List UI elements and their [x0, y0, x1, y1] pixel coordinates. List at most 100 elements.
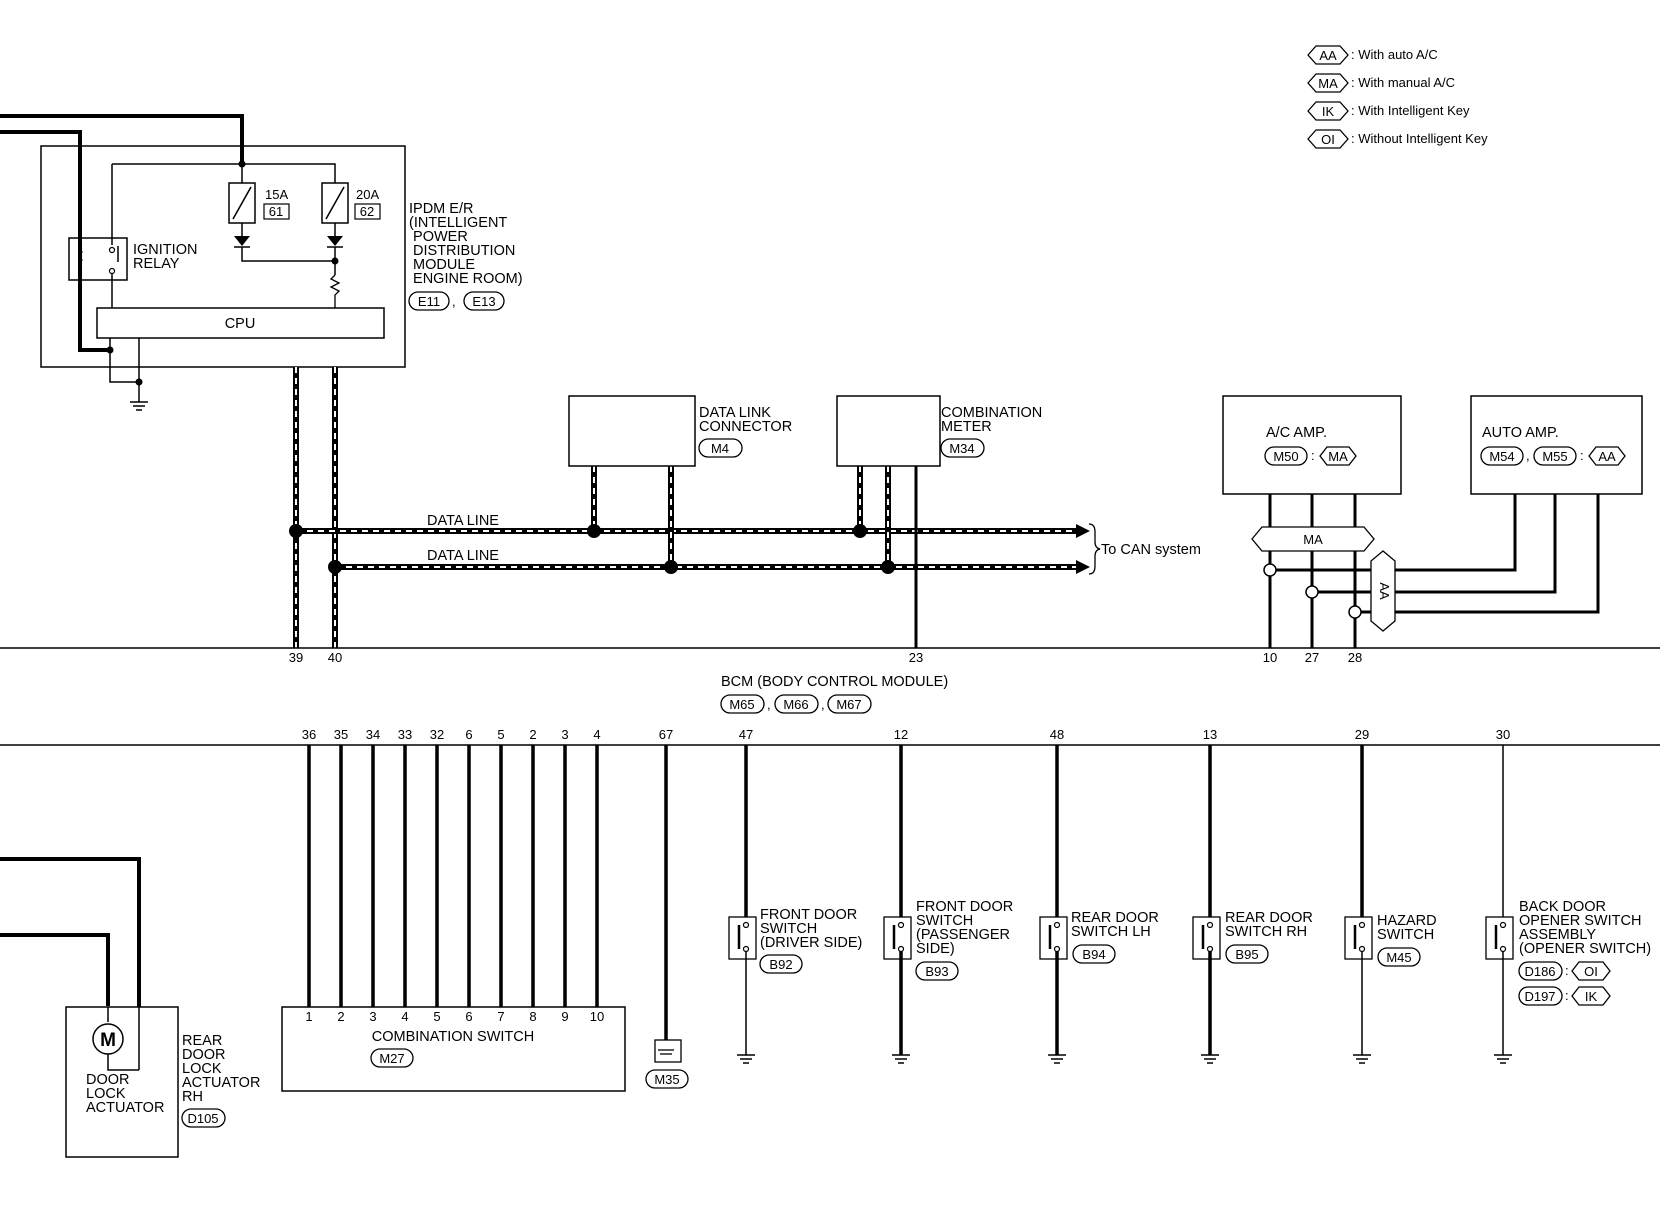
- bcm-pin: 40: [328, 650, 342, 665]
- rear-door-switch-lh: REAR DOOR SWITCH LH B94: [1039, 745, 1159, 1064]
- separator: ,: [821, 697, 825, 712]
- legend-item-ma: MA : With manual A/C: [1307, 73, 1455, 93]
- ipdm-label: (INTELLIGENT: [409, 215, 507, 231]
- bcm-module: 39 40 23 10 27 28 BCM (BODY CONTROL MODU…: [0, 647, 1660, 746]
- ma-tag: MA: [1303, 532, 1323, 547]
- legend: AA : With auto A/C MA : With manual A/C …: [1307, 45, 1488, 149]
- legend-text: : With Intelligent Key: [1351, 103, 1470, 118]
- bcm-pin: 12: [894, 727, 908, 742]
- legend-text: : Without Intelligent Key: [1351, 131, 1488, 146]
- switch-pin: 2: [337, 1009, 344, 1024]
- data-line-label: DATA LINE: [427, 548, 499, 564]
- bcm-pin: 5: [497, 727, 504, 742]
- bcm-pin: 35: [334, 727, 348, 742]
- fuse-number: 62: [360, 204, 374, 219]
- legend-code: MA: [1318, 76, 1338, 91]
- variant-code: OI: [1584, 964, 1598, 979]
- dlc-label: CONNECTOR: [699, 419, 792, 435]
- aa-tag: AA: [1377, 582, 1392, 600]
- switch-label: REAR DOOR: [1071, 910, 1159, 926]
- variant-code: AA: [1598, 449, 1616, 464]
- connector-code: B95: [1235, 947, 1258, 962]
- front-door-switch-driver: FRONT DOOR SWITCH (DRIVER SIDE) B92: [728, 745, 862, 1064]
- fuse-number: 61: [269, 204, 283, 219]
- bcm-pin: 4: [593, 727, 600, 742]
- actuator-label: DOOR: [182, 1047, 226, 1063]
- connector-code: M55: [1542, 449, 1567, 464]
- front-door-switch-passenger: FRONT DOOR SWITCH (PASSENGER SIDE) B93: [883, 745, 1013, 1064]
- separator: :: [1565, 988, 1569, 1003]
- switch-label: (PASSENGER: [916, 927, 1010, 943]
- connector-code: M34: [949, 441, 974, 456]
- comb-switch-label: COMBINATION SWITCH: [372, 1029, 534, 1045]
- connector-code: M4: [711, 441, 729, 456]
- connector-code: E11: [418, 294, 440, 309]
- fuse-15a: 15A 61: [228, 182, 290, 248]
- connector-code: M35: [654, 1072, 679, 1087]
- connector-code: M54: [1489, 449, 1514, 464]
- ac-amp: A/C AMP. M50 : MA: [1222, 395, 1402, 495]
- switch-label: OPENER SWITCH: [1519, 913, 1641, 929]
- bcm-pin: 10: [1263, 650, 1277, 665]
- separator: :: [1580, 448, 1584, 463]
- rear-door-switch-rh: REAR DOOR SWITCH RH B95: [1192, 745, 1313, 1064]
- legend-item-ik: IK : With Intelligent Key: [1307, 101, 1470, 121]
- switch-label: SWITCH: [916, 913, 973, 929]
- variant-code: IK: [1585, 989, 1598, 1004]
- separator: ,: [452, 294, 456, 309]
- connector-code: M65: [729, 697, 754, 712]
- bcm-pin: 36: [302, 727, 316, 742]
- bcm-pin: 29: [1355, 727, 1369, 742]
- switch-label: SWITCH LH: [1071, 924, 1151, 940]
- fuse-20a: 20A 62: [321, 182, 381, 248]
- can-data-lines: DATA LINE DATA LINE To CAN system: [289, 367, 1201, 648]
- bcm-label: BCM (BODY CONTROL MODULE): [721, 674, 948, 690]
- switch-pin: 1: [305, 1009, 312, 1024]
- bcm-pin: 28: [1348, 650, 1362, 665]
- switch-label: SWITCH: [1377, 927, 1434, 943]
- meter-label: COMBINATION: [941, 405, 1042, 421]
- data-line-label: DATA LINE: [427, 513, 499, 529]
- connector-code: M67: [836, 697, 861, 712]
- ac-amp-wiring: MA AA: [1251, 494, 1600, 648]
- bcm-pin: 30: [1496, 727, 1510, 742]
- switch-pin: 7: [497, 1009, 504, 1024]
- bcm-pin: 33: [398, 727, 412, 742]
- bcm-pin: 27: [1305, 650, 1319, 665]
- motor-icon: M: [100, 1030, 116, 1051]
- auto-amp: AUTO AMP. M54 , M55 : AA: [1470, 395, 1643, 495]
- ipdm-label: POWER: [409, 229, 468, 245]
- ipdm-label: ENGINE ROOM): [409, 271, 523, 287]
- ipdm-label: DISTRIBUTION: [409, 243, 515, 259]
- switch-pin: 8: [529, 1009, 536, 1024]
- ground-m35: M35: [645, 745, 689, 1089]
- switch-pin: 10: [590, 1009, 604, 1024]
- actuator-label: LOCK: [182, 1061, 222, 1077]
- bcm-pin: 13: [1203, 727, 1217, 742]
- cpu-block: [96, 307, 385, 339]
- legend-item-oi: OI : Without Intelligent Key: [1307, 129, 1488, 149]
- separator: :: [1565, 963, 1569, 978]
- switch-label: FRONT DOOR: [916, 899, 1013, 915]
- legend-code: AA: [1319, 48, 1337, 63]
- hazard-switch: HAZARD SWITCH M45: [1344, 745, 1437, 1064]
- switch-label: SIDE): [916, 941, 955, 957]
- connector-code: E13: [472, 294, 495, 309]
- switch-label: BACK DOOR: [1519, 899, 1606, 915]
- separator: ,: [767, 697, 771, 712]
- connector-code: D105: [187, 1111, 218, 1126]
- dlc-label: DATA LINK: [699, 405, 771, 421]
- switch-label: HAZARD: [1377, 913, 1437, 929]
- bcm-pin: 23: [909, 650, 923, 665]
- combination-meter: COMBINATION METER M34: [836, 395, 1042, 648]
- rear-door-lock-actuator: M DOOR LOCK ACTUATOR REAR DOOR LOCK ACTU…: [0, 857, 260, 1158]
- switch-label: SWITCH RH: [1225, 924, 1307, 940]
- bcm-pin: 39: [289, 650, 303, 665]
- switch-label: (DRIVER SIDE): [760, 935, 862, 951]
- fuse-amp: 20A: [356, 187, 379, 202]
- bcm-pin: 2: [529, 727, 536, 742]
- switch-label: SWITCH: [760, 921, 817, 937]
- switch-label: FRONT DOOR: [760, 907, 857, 923]
- connector-code: M66: [783, 697, 808, 712]
